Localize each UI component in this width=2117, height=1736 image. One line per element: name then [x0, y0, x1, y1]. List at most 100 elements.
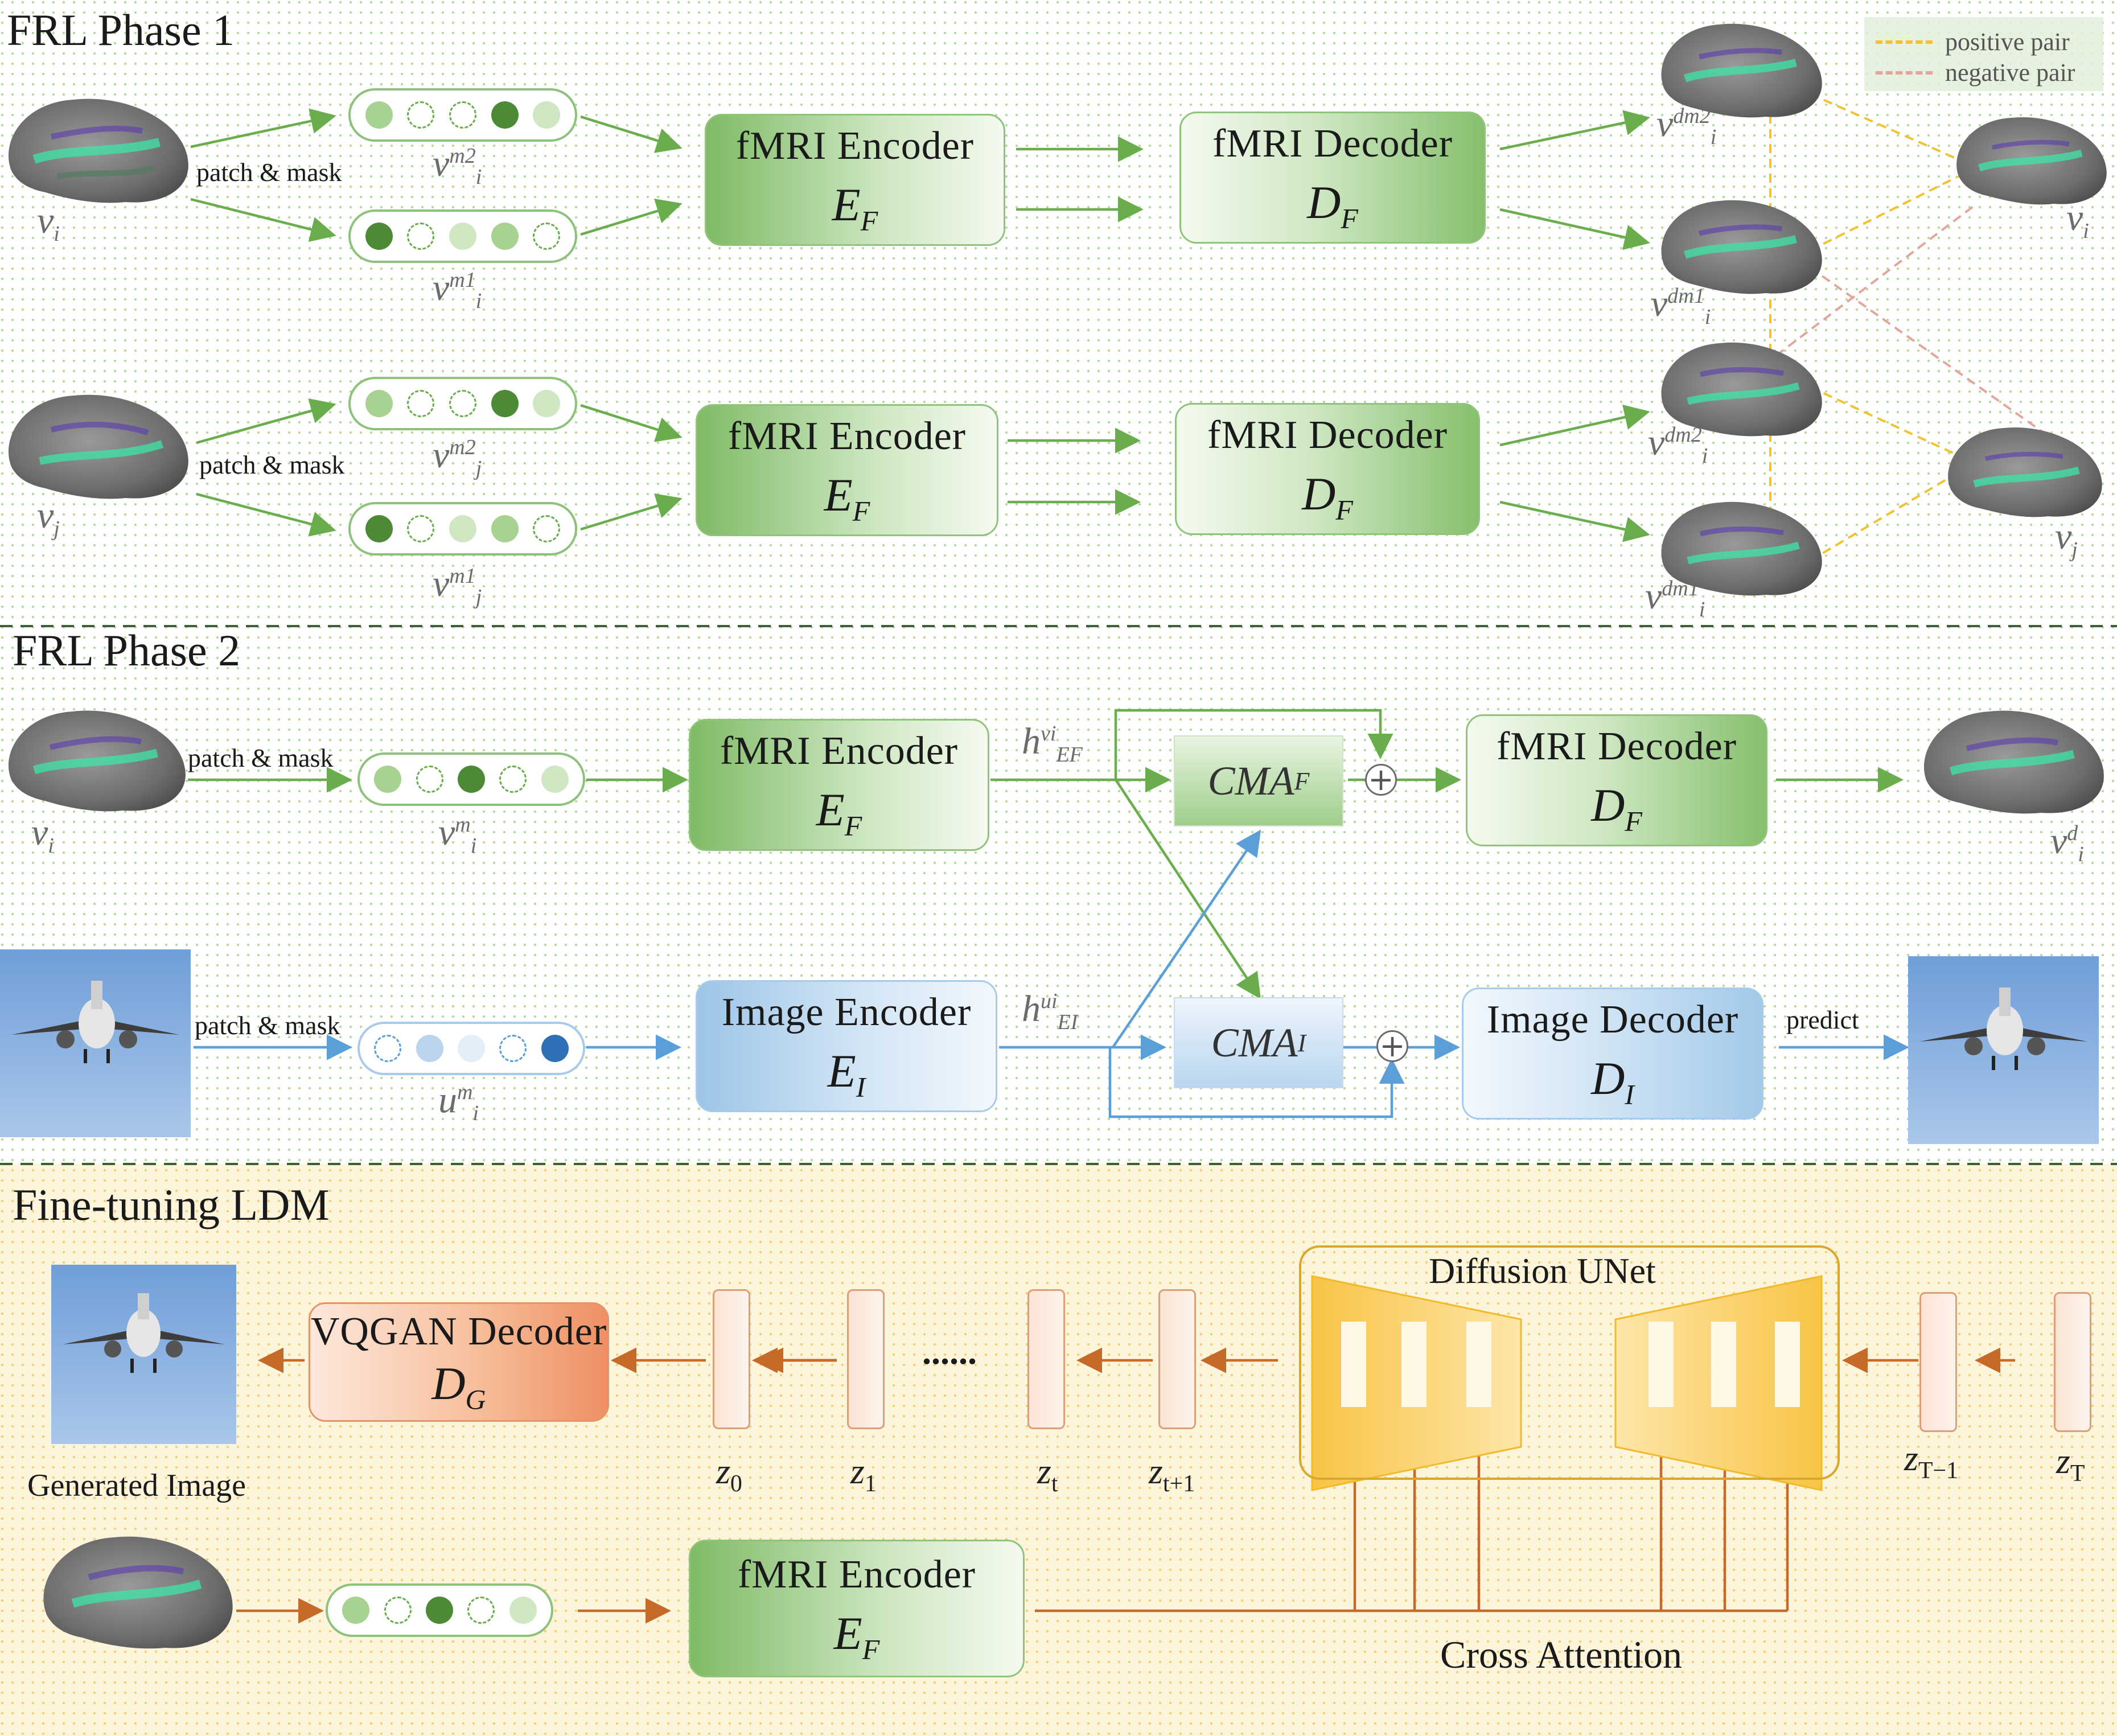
block-title: fMRI Encoder [735, 124, 975, 168]
masked-token [374, 1035, 402, 1062]
brain-scan-image [8, 710, 186, 812]
brain-scan-image [1661, 501, 1822, 596]
predict-label: predict [1786, 1005, 1859, 1034]
block-symbol: EF [832, 179, 878, 237]
image-encoder-block: Image Encoder EI [696, 980, 997, 1112]
masked-token [407, 101, 435, 129]
legend-positive-label: positive pair [1945, 28, 2070, 56]
masked-token [499, 766, 527, 793]
brain-scan-image [1661, 342, 1822, 437]
var-h-ui-EI: huiEI [1022, 988, 1078, 1035]
fmri-decoder-block: fMRI Decoder DF [1179, 112, 1486, 244]
fmri-encoder-block: fMRI Encoder EF [689, 1540, 1025, 1677]
unet-decoder-trapezoid [1614, 1275, 1823, 1491]
var-vj-m1: vm1j [433, 563, 482, 610]
var-vj-m2: vm2j [433, 434, 482, 481]
token [491, 223, 519, 250]
latent-label: zT−1 [1904, 1438, 1959, 1484]
token [491, 515, 519, 542]
positive-swatch [1876, 40, 1933, 44]
patch-mask-label: patch & mask [196, 158, 342, 187]
block-symbol: DF [1591, 779, 1642, 837]
patch-mask-label: patch & mask [188, 743, 334, 772]
unet-encoder-trapezoid [1311, 1275, 1522, 1491]
token [541, 1035, 569, 1062]
block-symbol: EF [833, 1607, 880, 1665]
token [365, 390, 393, 417]
token [425, 1597, 453, 1624]
masked-token-strip [357, 752, 585, 806]
masked-token-strip [348, 377, 577, 430]
brain-scan-image [1956, 117, 2107, 205]
legend-positive: positive pair [1876, 27, 2070, 56]
airplane-photo [51, 1265, 236, 1444]
latent-z0 [713, 1289, 750, 1429]
token [491, 101, 519, 129]
token [541, 766, 569, 793]
block-title: fMRI Decoder [1496, 724, 1737, 768]
masked-image-token-strip [357, 1022, 585, 1075]
latent-label: zT [2056, 1441, 2085, 1487]
phase1-row2-arrows [196, 398, 1650, 542]
add-operator: + [1376, 1030, 1408, 1062]
masked-token [407, 515, 435, 542]
block-symbol: DF [1307, 176, 1358, 235]
masked-token [384, 1597, 412, 1624]
masked-token-strip [326, 1583, 553, 1637]
masked-token [449, 101, 476, 129]
brain-scan-image [1661, 200, 1822, 294]
var-vi: vi [2066, 197, 2089, 244]
masked-token [416, 766, 443, 793]
token [342, 1597, 370, 1624]
latent-label: z0 [716, 1451, 742, 1497]
block-title: fMRI Encoder [720, 729, 959, 773]
token [457, 766, 485, 793]
fmri-encoder-block: fMRI Encoder EF [705, 114, 1005, 246]
block-title: VQGAN Decoder [310, 1309, 607, 1354]
var-ui-m: umi [438, 1079, 479, 1126]
latent-label: zt+1 [1149, 1451, 1195, 1497]
latent-zt [1027, 1289, 1065, 1429]
legend-negative-label: negative pair [1945, 59, 2075, 87]
token [449, 515, 476, 542]
token [365, 101, 393, 129]
patch-mask-label: patch & mask [195, 1011, 340, 1040]
token [449, 223, 476, 250]
section-title-phase1: FRL Phase 1 [7, 5, 235, 55]
latent-label: z1 [850, 1451, 877, 1497]
block-title: Image Encoder [721, 990, 972, 1034]
brain-scan-image [1948, 427, 2102, 517]
legend: positive pair negative pair [1864, 17, 2103, 91]
cross-attention-label: Cross Attention [1440, 1633, 1683, 1676]
ellipsis: ...... [922, 1331, 977, 1372]
latent-zT [2054, 1292, 2091, 1432]
token [457, 1035, 485, 1062]
vqgan-decoder-block: VQGAN Decoder DG [309, 1302, 609, 1422]
var-vi: vi [37, 200, 60, 246]
var-vj: vj [37, 495, 60, 541]
airplane-photo [0, 949, 191, 1137]
block-symbol: EF [816, 784, 862, 842]
masked-token-strip [348, 502, 577, 556]
token [533, 101, 561, 129]
masked-token [533, 223, 561, 250]
diffusion-unet-label: Diffusion UNet [1429, 1250, 1656, 1291]
block-title: Image Decoder [1486, 997, 1739, 1042]
section-title-phase2: FRL Phase 2 [13, 626, 241, 675]
latent-z1 [847, 1289, 885, 1429]
var-vi-dm2: vdm2i [1656, 103, 1717, 150]
token [416, 1035, 443, 1062]
block-symbol: DI [1591, 1052, 1634, 1110]
var-vi-m1: vm1i [433, 267, 482, 314]
var-vi-m2: vm2i [433, 143, 482, 190]
brain-scan-image [1661, 23, 1822, 118]
section-title-ldm: Fine-tuning LDM [13, 1180, 330, 1229]
negative-swatch [1876, 71, 1933, 75]
var-h-vi-EF: hviEF [1022, 721, 1083, 767]
phase1-row1-arrows [190, 108, 1650, 250]
phase2-fmri-arrows [188, 709, 1904, 999]
masked-token [449, 390, 476, 417]
